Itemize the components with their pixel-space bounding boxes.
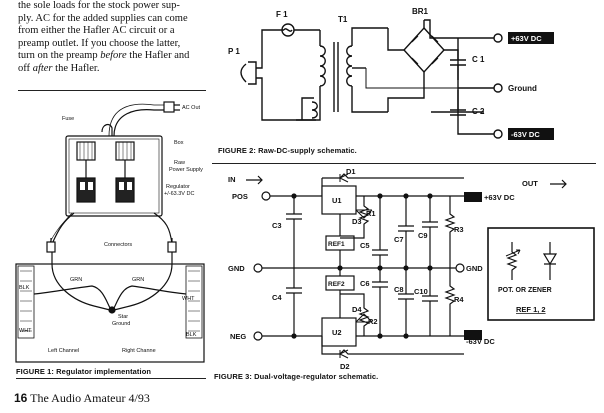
ground-label: Ground xyxy=(508,84,537,93)
br1-label: BR1 xyxy=(412,7,429,16)
d4-label: D4 xyxy=(352,305,362,314)
regulator-label: Regulator xyxy=(166,184,190,190)
column-rule xyxy=(18,90,206,91)
figure1-diagram: Fuse AC Out Box Raw Power Supply Regulat… xyxy=(15,101,205,363)
in-label: IN xyxy=(228,175,236,184)
d3-label: D3 xyxy=(352,217,362,226)
pos-label: POS xyxy=(232,192,248,201)
star-ground-label: Star xyxy=(118,314,128,320)
wht-label-right: WHT xyxy=(182,296,195,302)
u1-label: U1 xyxy=(332,196,342,205)
out-label: OUT xyxy=(522,179,538,188)
figure3-caption: FIGURE 3: Dual-voltage-regulator schemat… xyxy=(214,372,379,381)
c10-label: C10 xyxy=(414,287,428,296)
fuse-label: Fuse xyxy=(62,116,74,122)
gnd-out-label: GND xyxy=(466,264,483,273)
body-line: preamp outlet. If you choose the latter, xyxy=(18,37,181,49)
blk-label-left: BLK xyxy=(19,285,30,291)
ref1-label: REF1 xyxy=(328,241,345,248)
p1-label: P 1 xyxy=(228,47,240,56)
grn-label-right: GRN xyxy=(132,277,144,283)
pot-zener-label: POT. OR ZENER xyxy=(498,287,552,294)
body-line: from either the Hafler AC circuit or a xyxy=(18,25,175,37)
neg-dc-label: -63V DC xyxy=(511,130,540,139)
star-ground-label-2: Ground xyxy=(112,321,130,327)
c9-label: C9 xyxy=(418,231,428,240)
figure1-caption-rule xyxy=(16,378,206,379)
ac-out-label: AC Out xyxy=(182,105,201,111)
f1-label: F 1 xyxy=(276,10,288,19)
page-footer: 16 The Audio Amateur 4/93 xyxy=(14,391,150,406)
pos-dc-label: +63V DC xyxy=(511,34,542,43)
r3-label: R3 xyxy=(454,225,464,234)
c1-label: C 1 xyxy=(472,55,485,64)
r4-label: R4 xyxy=(454,295,464,304)
ref-legend-label: REF 1, 2 xyxy=(516,305,546,314)
r1-label: R1 xyxy=(366,209,376,218)
gnd-in-label: GND xyxy=(228,264,245,273)
u2-label: U2 xyxy=(332,328,342,337)
c5-label: C5 xyxy=(360,241,370,250)
connectors-label: Connectors xyxy=(104,242,132,248)
figure2-schematic: F 1 T1 BR1 P 1 C 1 C 2 Ground +63V DC -6… xyxy=(228,7,554,140)
body-line: turn on the preamp before the Hafler and xyxy=(18,50,190,62)
t1-label: T1 xyxy=(338,15,348,24)
raw-power-label: Raw xyxy=(174,160,185,166)
d1-label: D1 xyxy=(346,167,356,176)
neg-label: NEG xyxy=(230,332,246,341)
figure2-caption: FIGURE 2: Raw-DC-supply schematic. xyxy=(218,146,357,155)
article-body-text: the sole loads for the stock power sup- … xyxy=(18,0,206,76)
c6-label: C6 xyxy=(360,279,370,288)
c7-label: C7 xyxy=(394,235,404,244)
body-line: ply. AC for the added supplies can come xyxy=(18,12,188,24)
issue-number: 4/93 xyxy=(128,391,150,405)
c4-label: C4 xyxy=(272,293,282,302)
figure2-divider xyxy=(212,163,596,164)
r2-label: R2 xyxy=(368,317,378,326)
c2-label: C 2 xyxy=(472,107,485,116)
body-line: off after the Hafler. xyxy=(18,62,100,74)
figure1-caption: FIGURE 1: Regulator implementation xyxy=(16,367,152,376)
wht-label-left: WHT xyxy=(19,328,32,334)
c8-label: C8 xyxy=(394,285,404,294)
raw-power-label-2: Power Supply xyxy=(169,167,203,173)
ref2-label: REF2 xyxy=(328,281,345,288)
figure3-schematic: IN OUT POS GND NEG GND D1 D2 D3 D4 U1 U2… xyxy=(228,167,595,371)
grn-label-left: GRN xyxy=(70,277,82,283)
magazine-name: The Audio Amateur xyxy=(30,391,126,405)
left-channel-label: Left Channel xyxy=(48,348,79,354)
c3-label: C3 xyxy=(272,221,282,230)
d2-label: D2 xyxy=(340,362,350,371)
body-line: the sole loads for the stock power sup- xyxy=(18,0,180,11)
regulator-label-2: +/-63.3V DC xyxy=(164,191,194,197)
neg-output-label: -63V DC xyxy=(466,337,495,346)
page-number: 16 xyxy=(14,391,28,405)
box-label: Box xyxy=(174,140,184,146)
right-channel-label: Right Channe xyxy=(122,348,156,354)
pos-output-label: +63V DC xyxy=(484,193,515,202)
blk-label-right: BLK xyxy=(186,332,197,338)
